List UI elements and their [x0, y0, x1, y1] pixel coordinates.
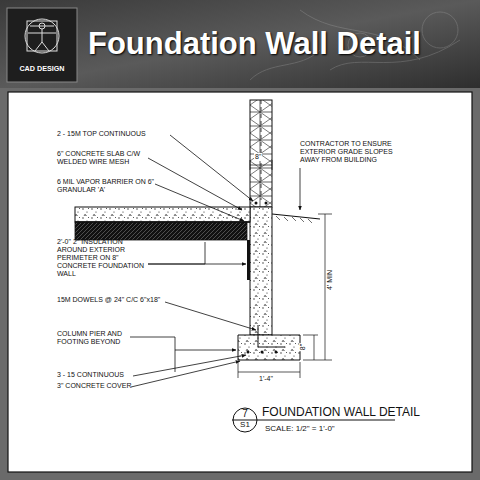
callout-note: 15M DOWELS @ 24" C/C 6"x18": [57, 296, 165, 304]
sheet-number: S1: [232, 421, 258, 429]
vitruvian-icon: [25, 19, 59, 53]
callout-note: 2 - 15M TOP CONTINUOUS: [57, 130, 177, 138]
callout-note: 3 - 15 CONTINUOUS: [57, 371, 137, 379]
detail-number: 7: [232, 409, 258, 419]
callout-note: CONTRACTOR TO ENSURE EXTERIOR GRADE SLOP…: [300, 140, 410, 164]
dimension-text: 8": [299, 343, 307, 351]
dimension-text: 4' MIN: [326, 269, 334, 291]
callout-note: 6" CONCRETE SLAB C/W WELDED WIRE MESH: [57, 150, 147, 166]
dimension-text: 1'-4": [258, 375, 274, 383]
callout-note: COLUMN PIER AND FOOTING BEYOND: [57, 330, 129, 346]
logo-text: CAD DESIGN: [8, 58, 76, 80]
detail-bubble: 7S1: [232, 407, 258, 433]
callout-note: 3" CONCRETE COVER: [57, 382, 137, 390]
logo-box: CAD DESIGN: [8, 58, 76, 80]
callout-note: 2'-0" 2" INSULATION AROUND EXTERIOR PERI…: [57, 238, 149, 278]
detail-title: FOUNDATION WALL DETAIL: [262, 405, 420, 419]
scale-note: SCALE: 1/2" = 1'-0": [265, 424, 335, 433]
page-title: Foundation Wall Detail: [88, 26, 421, 62]
callout-note: 6 MIL VAPOR BARRIER ON 6" GRANULAR 'A': [57, 178, 157, 194]
dimension-text: 8": [254, 153, 262, 161]
